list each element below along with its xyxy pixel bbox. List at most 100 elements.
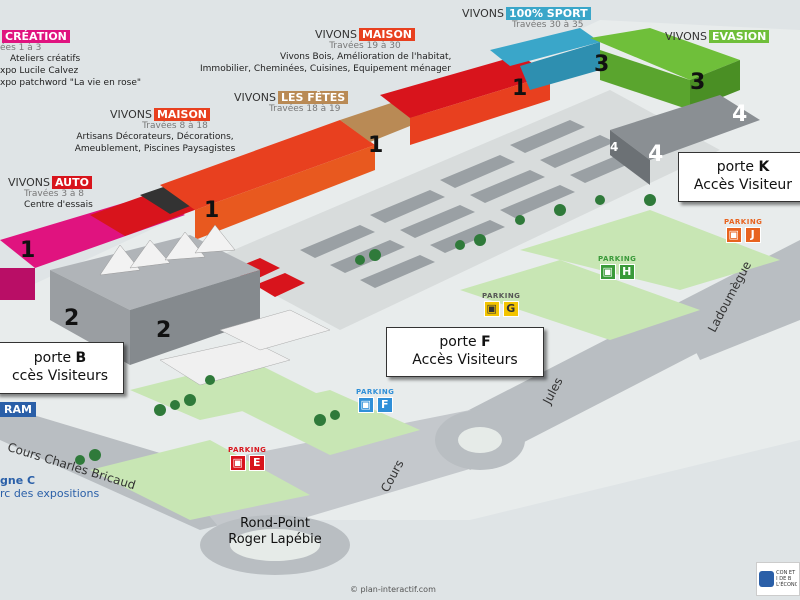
rondpoint-line-2: Roger Lapébie [228, 532, 322, 547]
porte-f-callout[interactable]: porte F Accès Visiteurs [386, 327, 544, 377]
ligne-c-title: gne C [0, 474, 36, 487]
porte-b-sub: ccès Visiteurs [11, 368, 109, 384]
creation-desc-2: xpo Lucile Calvez [0, 66, 79, 76]
car-icon: ▣ [483, 301, 500, 317]
porte-k-callout[interactable]: porte K Accès Visiteur [678, 152, 800, 202]
creation-travees: ées 1 à 3 [0, 43, 42, 53]
hall-number-3b: 3 [690, 70, 706, 95]
maison-top-badge: MAISON [358, 28, 416, 41]
parking-g[interactable]: PARKING ▣G [482, 292, 521, 317]
lawn-2 [240, 390, 420, 455]
parking-j[interactable]: PARKING ▣J [724, 218, 763, 243]
hall-maison-left [160, 120, 375, 210]
hall-sport [490, 28, 600, 66]
rondpoint-line-1: Rond-Point [240, 516, 310, 531]
hall-2-side [130, 270, 260, 365]
rondpoint-label: Rond-Point Roger Lapébie [215, 516, 335, 548]
car-icon: ▣ [357, 397, 374, 413]
auto-travees: Travées 3 à 8 [24, 189, 85, 199]
road-jules [430, 240, 800, 470]
auto-prefix: VIVONS [8, 176, 50, 189]
hall-number-4a: 4 [610, 140, 619, 154]
credit[interactable]: © plan-interactif.com [350, 585, 436, 594]
car-icon: ▣ [725, 227, 742, 243]
logo-icon [759, 571, 775, 587]
porte-k-sub: Accès Visiteur [693, 177, 793, 193]
hall-2-front [50, 270, 130, 365]
porte-f-sub: Accès Visiteurs [412, 352, 518, 368]
hall-number-1c: 1 [368, 133, 384, 158]
roundabout-lapebie-center [230, 529, 320, 561]
hall-number-1d: 1 [512, 76, 528, 101]
parking-h[interactable]: PARKING ▣H [598, 255, 637, 280]
maison-top-prefix: VIVONS [314, 28, 357, 41]
hall-dark [140, 183, 205, 214]
hall-maison-top [380, 55, 550, 118]
creation-desc-1: Ateliers créatifs [10, 54, 81, 64]
hall-3-evasion-side [690, 60, 740, 110]
creation-desc-3: xpo patchword "La vie en rose" [0, 78, 142, 88]
maison-left-desc-2: Ameublement, Piscines Paysagistes [74, 144, 236, 154]
porte-k-word: porte [716, 159, 754, 175]
hall-maison-top-front [410, 75, 550, 145]
hall-auto-front [0, 268, 35, 300]
maison-top-travees: Travées 19 à 30 [329, 41, 401, 51]
fetes-badge: LES FÊTES [277, 91, 349, 104]
parking-f[interactable]: PARKING ▣F [356, 388, 395, 413]
hall-4-front [610, 130, 650, 185]
porte-k-letter: K [758, 159, 770, 175]
lawn-1 [90, 440, 310, 520]
cci-logo: CON ET I DE B L'ÉCONOMIE [756, 562, 800, 596]
maison-top-desc-1: Vivons Bois, Amélioration de l'habitat, [280, 52, 452, 62]
hall-maison-left-front [195, 145, 375, 240]
hall-3-evasion [590, 28, 740, 80]
sport-prefix: VIVONS [462, 7, 504, 20]
car-icon: ▣ [599, 264, 616, 280]
hall-number-2a: 2 [64, 306, 80, 331]
building-2 [219, 309, 331, 351]
road-ladoumegue [680, 270, 800, 360]
maison-left-badge: MAISON [153, 108, 211, 121]
porte-b-letter: B [75, 350, 87, 366]
building-1 [159, 339, 291, 386]
roundabout-cours-center [458, 427, 502, 453]
hall-4 [610, 95, 760, 160]
porte-f-letter: F [481, 334, 491, 350]
sport-travees: Travées 30 à 35 [512, 20, 584, 30]
hall-2 [50, 235, 260, 310]
ligne-c[interactable]: gne C rc des expositions [0, 474, 99, 500]
lawn-3 [460, 260, 700, 340]
parking-bays [300, 120, 645, 288]
parking-e[interactable]: PARKING ▣E [228, 446, 267, 471]
fetes-prefix: VIVONS [234, 91, 276, 104]
hall-number-3a: 3 [594, 52, 610, 77]
ligne-c-sub: rc des expositions [0, 487, 100, 500]
hall-number-2b: 2 [156, 318, 172, 343]
zone-creation: CRÉATION ées 1 à 3 Ateliers créatifs xpo… [0, 30, 141, 89]
lawn-4 [520, 210, 780, 290]
hall-number-1a: 1 [20, 238, 36, 263]
maison-left-travees: Travées 8 à 18 [142, 121, 208, 131]
porte-b-callout[interactable]: porte B ccès Visiteurs [0, 342, 124, 394]
hall-3-evasion-front [600, 50, 690, 110]
maison-top-desc-2: Immobilier, Cheminées, Cuisines, Equipem… [200, 64, 451, 74]
auto-badge: AUTO [51, 176, 92, 189]
sport-badge: 100% SPORT [505, 7, 591, 20]
tram-label[interactable]: RAM [0, 402, 36, 417]
hall-number-1b: 1 [204, 198, 220, 223]
evasion-prefix: VIVONS [665, 30, 707, 43]
road-main [170, 410, 500, 540]
maison-left-desc-1: Artisans Décorateurs, Décorations, [76, 132, 234, 142]
evasion-badge: EVASION [708, 30, 770, 43]
hall-number-4c: 4 [732, 102, 748, 127]
hall-number-4b: 4 [648, 142, 664, 167]
creation-badge: CRÉATION [2, 30, 70, 43]
fetes-travees: Travées 18 à 19 [269, 104, 341, 114]
